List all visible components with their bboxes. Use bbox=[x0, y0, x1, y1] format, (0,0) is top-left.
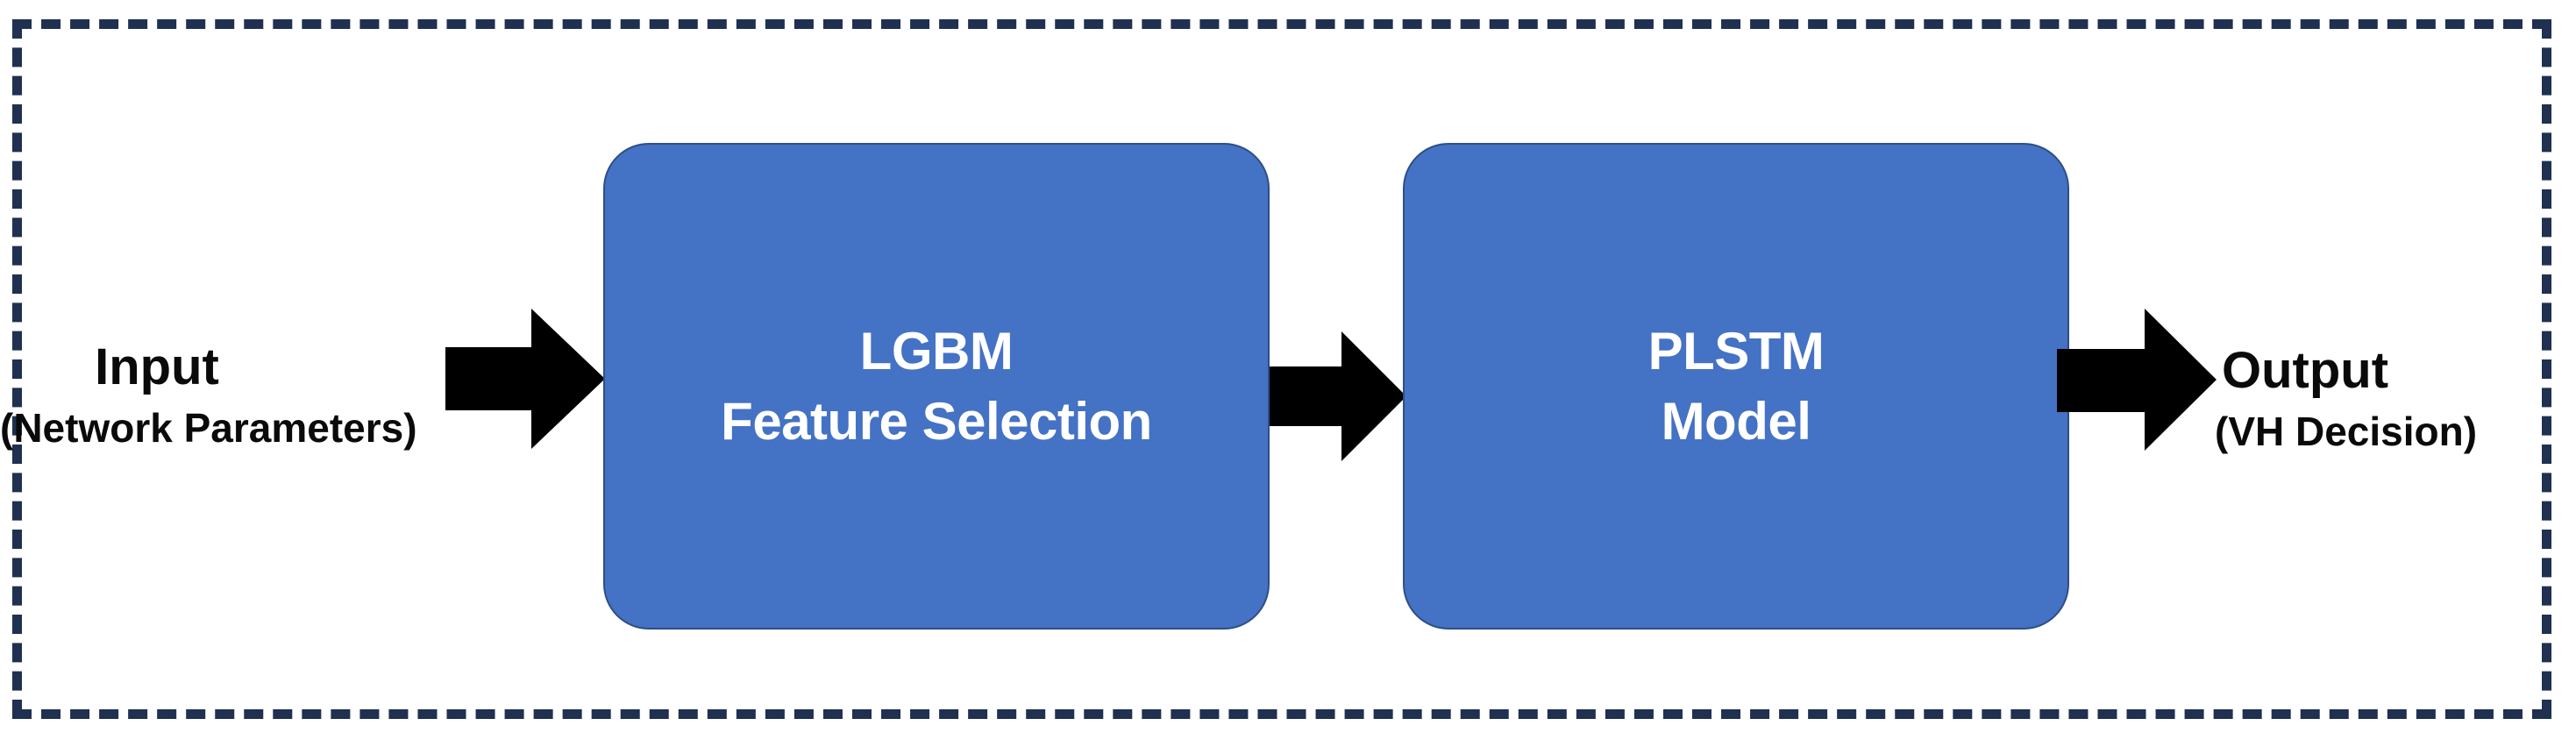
dashed-boundary-frame bbox=[12, 19, 2551, 719]
input-label: Input (Network Parameters) bbox=[0, 338, 417, 452]
arrow-input-to-lgbm-icon bbox=[445, 309, 605, 449]
arrow-lgbm-to-plstm-icon bbox=[1270, 331, 1406, 461]
arrow-plstm-to-output-icon bbox=[2057, 309, 2217, 451]
output-label-title: Output bbox=[2222, 342, 2389, 399]
process-box-lgbm[interactable]: LGBM Feature Selection bbox=[603, 143, 1270, 630]
box-lgbm-line-2: Feature Selection bbox=[721, 391, 1152, 451]
process-box-plstm[interactable]: PLSTM Model bbox=[1403, 143, 2069, 630]
box-plstm-line-1: PLSTM bbox=[1647, 322, 1825, 381]
input-label-subtitle: (Network Parameters) bbox=[0, 404, 417, 451]
box-lgbm-line-1: LGBM bbox=[859, 322, 1014, 381]
box-plstm-line-2: Model bbox=[1661, 391, 1811, 451]
input-label-title: Input bbox=[95, 338, 219, 395]
output-label: Output (VH Decision) bbox=[2210, 342, 2560, 456]
output-label-subtitle: (VH Decision) bbox=[2215, 408, 2478, 454]
